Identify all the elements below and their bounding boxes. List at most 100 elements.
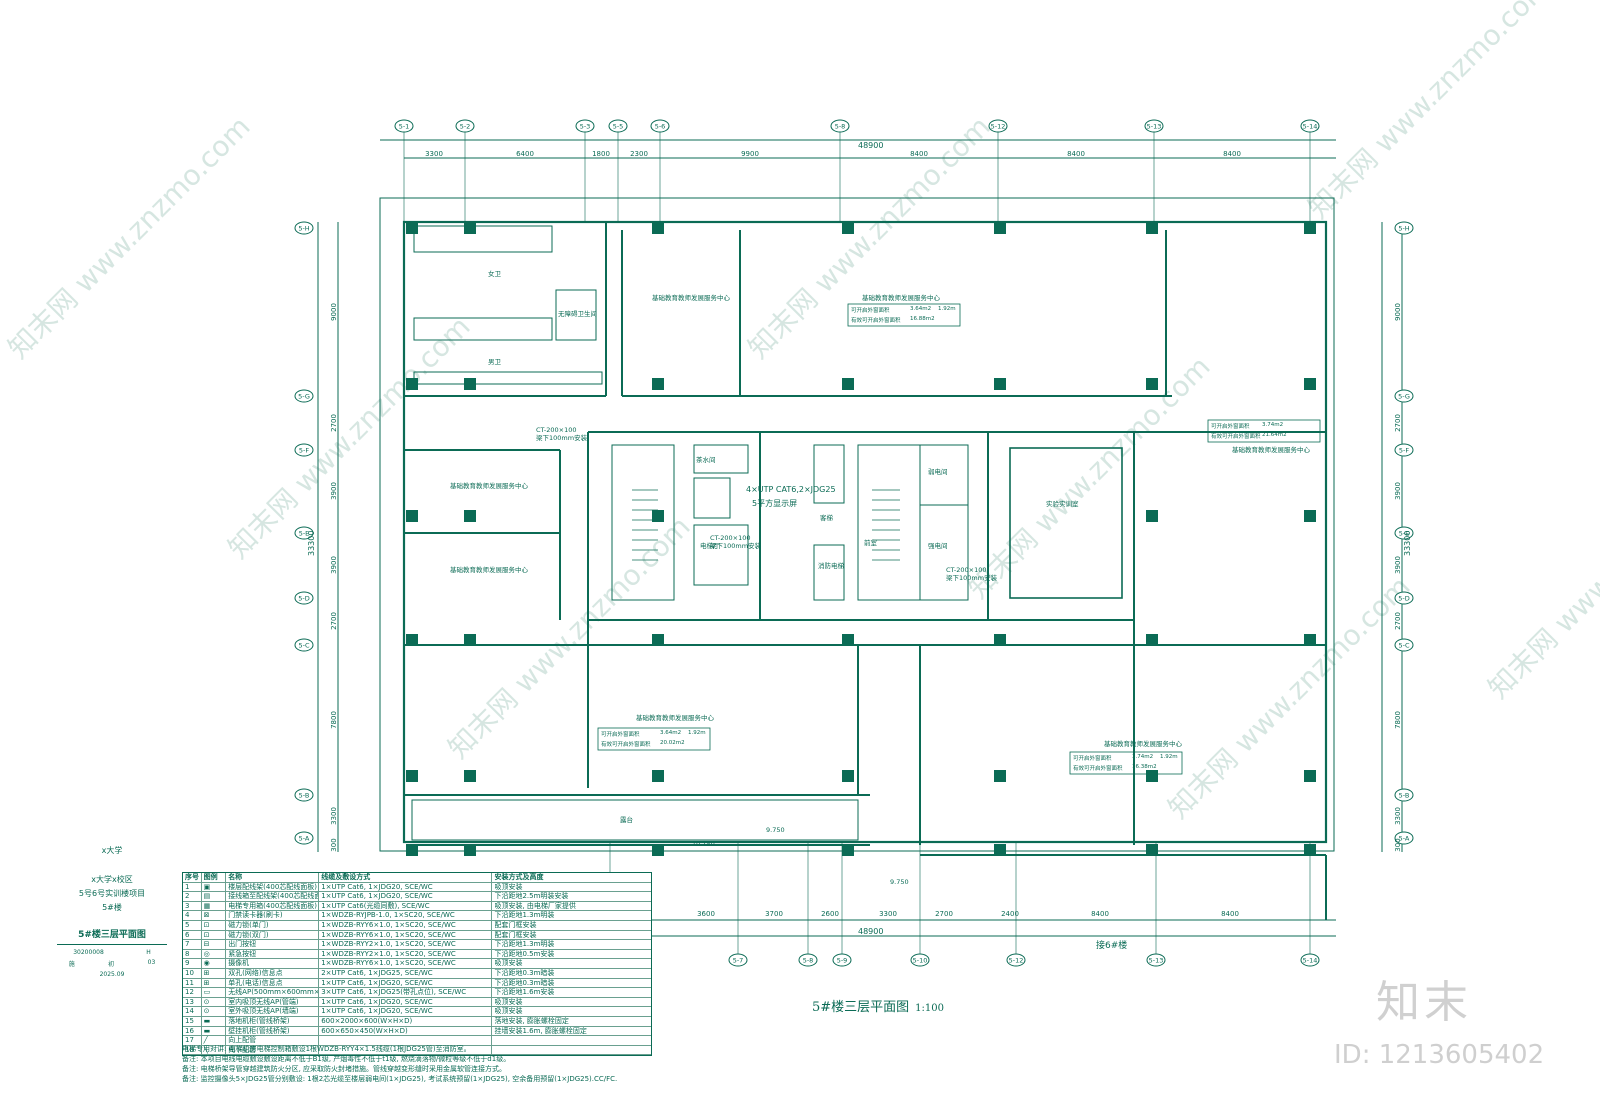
dim-label: 3300 xyxy=(425,150,443,158)
room-label: 基础教育教师发展服务中心 xyxy=(1232,445,1311,454)
legend-cell: 磁力锁(双门) xyxy=(226,930,320,940)
legend-header-cell: 名称 xyxy=(226,873,320,882)
grid-bubble-label: 5-H xyxy=(1398,225,1409,233)
legend-header-cell: 序号 xyxy=(183,873,202,882)
legend-cell: ▦ xyxy=(202,901,227,911)
tb-sheet-name: 5#楼三层平面图 xyxy=(78,930,146,940)
legend-cell: 紧急按钮 xyxy=(226,949,320,959)
column xyxy=(464,510,476,522)
column xyxy=(1304,222,1316,234)
tb-stage-row: 施 初 03 xyxy=(52,959,172,968)
dim-label: 8400 xyxy=(910,150,928,158)
legend-cell: 17 xyxy=(183,1036,202,1045)
room-label-strong-elec: 强电间 xyxy=(928,541,948,550)
grid-bubble-label: 5-E xyxy=(299,530,310,538)
legend-cell: 出门按钮 xyxy=(226,940,320,949)
legend-row: 14⊙室外吸顶无线AP(墙端)1×UTP Cat6, 1×JDG20, SCE/… xyxy=(183,1007,651,1017)
dim-label: 2700 xyxy=(935,910,953,918)
legend-cell: 室外吸顶无线AP(墙端) xyxy=(226,1007,320,1016)
legend-cell: ╱ xyxy=(202,1036,227,1045)
legend-cell: 10 xyxy=(183,968,202,978)
legend-cell: ▣ xyxy=(202,882,227,892)
dim-label: 8400 xyxy=(1067,150,1085,158)
legend-cell xyxy=(319,1045,493,1055)
column xyxy=(1304,378,1316,390)
legend-cell: 2×UTP Cat6, 1×JDG25, SCE/WC xyxy=(319,968,493,978)
room-label: 基础教育教师发展服务中心 xyxy=(636,713,715,722)
grid-bubble-label: 5-H xyxy=(298,225,309,233)
grid-bubble-label: 5-C xyxy=(298,642,309,650)
column xyxy=(652,844,664,856)
tb-project: 5号6号实训楼项目 xyxy=(78,889,146,898)
legend-row: 1▣楼层配线架(400芯配线面板)1×UTP Cat6, 1×JDG20, SC… xyxy=(183,882,651,893)
legend-row: 4⊠门禁读卡器(刷卡)1×WDZB-RYJPB-1.0, 1×SC20, SCE… xyxy=(183,911,651,921)
grid-bubble xyxy=(1394,443,1414,457)
grid-bubble-label: 5-1 xyxy=(399,123,410,131)
area-value: 21.64m2 xyxy=(1262,432,1287,438)
grid-bubble xyxy=(1394,788,1414,802)
column xyxy=(1146,770,1158,782)
legend-cell: 600×650×450(W×H×D) xyxy=(319,1026,493,1036)
column xyxy=(652,770,664,782)
legend-cell xyxy=(319,1036,493,1045)
legend-cell: 16 xyxy=(183,1026,202,1036)
legend-cell: 下沿距地1.3m明装 xyxy=(494,940,555,949)
site-boundary xyxy=(379,197,1335,852)
dim-label: 8400 xyxy=(1223,150,1241,158)
legend-cell: 1×UTP Cat6(光缆同敷), SCE/WC xyxy=(319,901,493,911)
cable-note: 梁下100mm安装 xyxy=(710,541,762,550)
grid-bubble-label: 5-9 xyxy=(837,957,848,965)
legend-cell: 接线箱至配线架(400芯配线面板) xyxy=(226,892,320,901)
grid-bubble-label: 5-G xyxy=(1398,393,1410,401)
legend-cell: 下沿距地1.3m明装 xyxy=(494,911,555,920)
legend-cell: 无线AP(500mm×600mm×180mm) xyxy=(228,988,320,997)
legend-cell: 下沿距地0.3m暗装 xyxy=(494,978,555,987)
legend-header-cell: 安装方式及高度 xyxy=(494,873,544,881)
dim-label: 3900 xyxy=(1394,482,1402,500)
column xyxy=(464,222,476,234)
room-label-water: 茶水间 xyxy=(696,455,716,464)
area-row-label: 有效可开启外窗面积 xyxy=(601,740,651,748)
legend-cell: 双孔(网络)信息点 xyxy=(226,968,320,978)
note-line: 备注: 本项目电线电缆敷设敷设距离不低于B1级, 产烟毒性不低于t1级, 燃烧滴… xyxy=(182,1055,511,1063)
legend-cell: 吸顶安装 xyxy=(494,959,523,968)
grid-bubble xyxy=(1394,389,1414,403)
column xyxy=(994,770,1006,782)
area-value: 1.92m xyxy=(1160,754,1178,760)
grid-bubble xyxy=(294,638,314,652)
dim-label: 300 xyxy=(330,838,338,851)
area-row-label: 可开启外窗面积 xyxy=(1211,422,1250,430)
title-block: x大学 x大学x校区 5号6号实训楼项目 5#楼 5#楼三层平面图 302000… xyxy=(52,842,172,981)
grid-bubble xyxy=(294,831,314,845)
legend-cell: 1×UTP Cat6, 1×JDG20, SCE/WC xyxy=(319,882,493,892)
grid-bubble-label: 5-G xyxy=(298,393,310,401)
legend-cell: 1×WDZB-RYY6×1.0, 1×SC20, SCE/WC xyxy=(319,959,493,968)
legend-cell: 下沿距地0.3m暗装 xyxy=(494,968,555,977)
room-label-womens: 女卫 xyxy=(488,269,502,278)
cable-note: CT-200×100 xyxy=(710,534,751,542)
column xyxy=(1304,510,1316,522)
legend-cell: 楼层配线架(400芯配线面板) xyxy=(226,882,320,892)
legend-cell: ⊟ xyxy=(202,940,227,949)
legend-row: 18╲向下配管 xyxy=(183,1045,651,1056)
room-label: 基础教育教师发展服务中心 xyxy=(652,293,731,302)
cable-note: 梁下100mm安装 xyxy=(946,573,998,582)
column xyxy=(1146,634,1158,646)
legend-cell: 2 xyxy=(183,892,202,901)
watermark-text: 知末网 www.znzmo.com xyxy=(1482,450,1600,705)
legend-row: 15▬落地机柜(管线桥架)600×2000×600(W×H×D)落地安装, 膨胀… xyxy=(183,1016,651,1027)
cable-note: CT-200×100 xyxy=(946,566,987,574)
legend-cell: 向上配管 xyxy=(226,1036,320,1045)
tb-date: 2025.09 xyxy=(99,971,125,978)
legend-cell: 3 xyxy=(183,901,202,911)
cable-note: 4×UTP CAT6,2×JDG25 xyxy=(746,485,836,494)
column xyxy=(994,844,1006,856)
legend-cell: ⊞ xyxy=(202,968,227,978)
legend-header-cell: 线缆及敷设方式 xyxy=(319,873,493,882)
dim-label: 3300 xyxy=(1394,807,1402,825)
area-value: 3.64m2 xyxy=(910,306,931,312)
column xyxy=(406,510,418,522)
